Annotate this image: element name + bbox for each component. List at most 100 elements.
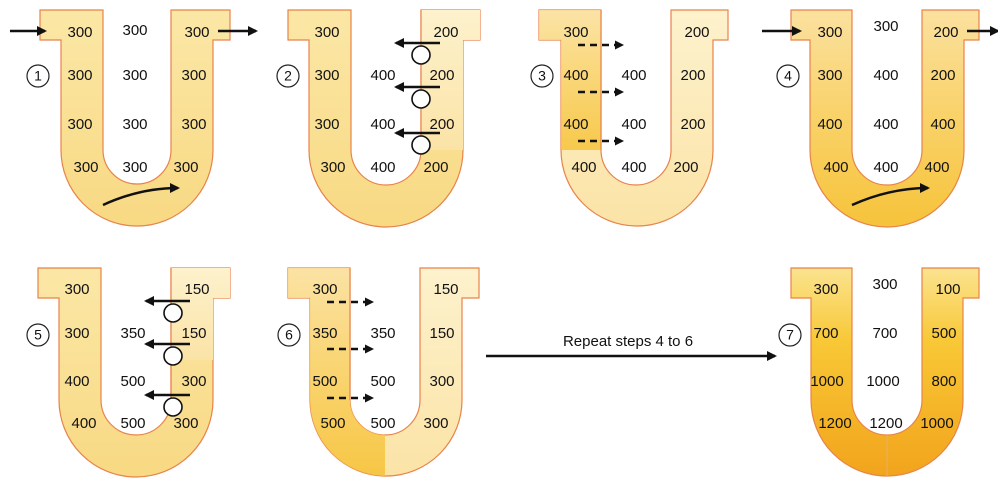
left-value: 400: [64, 373, 89, 390]
left-value: 300: [67, 116, 92, 133]
left-value: 400: [563, 67, 588, 84]
middle-value: 400: [621, 116, 646, 133]
loop-tube-left: [539, 10, 601, 150]
right-value: 300: [173, 159, 198, 176]
middle-value: 400: [873, 67, 898, 84]
right-value: 200: [933, 24, 958, 41]
panel-step-3: 3 300 400 400 400 400 400 400 200 200 20…: [530, 9, 729, 227]
middle-value: 350: [370, 325, 395, 342]
left-value: 500: [312, 373, 337, 390]
loop-tube: [790, 267, 980, 477]
right-value: 200: [673, 159, 698, 176]
right-value: 200: [680, 67, 705, 84]
loop-tube: [790, 9, 980, 228]
middle-value: 400: [370, 67, 395, 84]
middle-value: 300: [122, 116, 147, 133]
step-circle: [778, 323, 802, 347]
left-value: 300: [64, 325, 89, 342]
left-value: 400: [563, 116, 588, 133]
left-value: 300: [817, 67, 842, 84]
middle-value: 300: [122, 67, 147, 84]
panel-step-6: 6 300 350 500 500 350 500 500 150 150 30…: [277, 267, 480, 477]
step-circle: [26, 323, 50, 347]
left-value: 300: [563, 24, 588, 41]
right-value: 150: [184, 281, 209, 298]
right-value: 200: [429, 67, 454, 84]
right-value: 300: [423, 415, 448, 432]
loop-tube-left: [288, 268, 385, 476]
right-value: 200: [680, 116, 705, 133]
middle-value: 400: [370, 159, 395, 176]
middle-value: 700: [872, 325, 897, 342]
panel-step-1: 1 300 300 300 300 300 300 300 300 300 30…: [10, 9, 258, 227]
right-value: 300: [181, 373, 206, 390]
right-value: 300: [173, 415, 198, 432]
step-number: 7: [786, 327, 794, 343]
ion-pump: [144, 296, 190, 323]
left-value: 1000: [810, 373, 843, 390]
right-value: 300: [429, 373, 454, 390]
ion-pump: [144, 390, 190, 417]
ion-pump: [144, 339, 190, 366]
left-value: 1200: [818, 415, 851, 432]
ion-pump: [394, 38, 440, 65]
step-number: 3: [538, 68, 546, 84]
right-value: 1000: [920, 415, 953, 432]
middle-value: 1200: [869, 415, 902, 432]
right-value: 500: [931, 325, 956, 342]
step-circle: [26, 64, 50, 88]
step-circle: [277, 323, 301, 347]
left-value: 300: [67, 67, 92, 84]
step-number: 6: [285, 327, 293, 343]
right-value: 300: [181, 116, 206, 133]
right-value: 400: [930, 116, 955, 133]
middle-value: 300: [872, 276, 897, 293]
right-value: 150: [433, 281, 458, 298]
middle-value: 1000: [866, 373, 899, 390]
flow-arrow: [851, 183, 930, 207]
left-value: 300: [314, 116, 339, 133]
left-value: 300: [64, 281, 89, 298]
left-value: 500: [320, 415, 345, 432]
middle-value: 500: [370, 415, 395, 432]
left-value: 300: [320, 159, 345, 176]
left-value: 300: [314, 24, 339, 41]
loop-tube-right: [421, 10, 480, 150]
middle-value: 400: [621, 159, 646, 176]
right-value: 150: [181, 325, 206, 342]
step-number: 1: [34, 68, 42, 84]
middle-value: 400: [873, 159, 898, 176]
step-circle: [776, 64, 800, 88]
repeat-label: Repeat steps 4 to 6: [563, 333, 693, 350]
left-value: 400: [571, 159, 596, 176]
left-value: 300: [73, 159, 98, 176]
middle-value: 400: [873, 116, 898, 133]
left-value: 700: [813, 325, 838, 342]
flow-arrow: [102, 183, 180, 207]
step-circle: [276, 64, 300, 88]
right-value: 200: [930, 67, 955, 84]
right-value: 200: [423, 159, 448, 176]
right-value: 150: [429, 325, 454, 342]
step-number: 5: [34, 327, 42, 343]
right-value: 200: [684, 24, 709, 41]
right-value: 100: [935, 281, 960, 298]
middle-value: 400: [621, 67, 646, 84]
middle-value: 500: [120, 415, 145, 432]
step-number: 2: [284, 68, 292, 84]
middle-value: 400: [370, 116, 395, 133]
panel-step-7: 7 300 700 1000 1200 300 700 1000 1200 10…: [778, 267, 980, 477]
middle-value: 300: [122, 159, 147, 176]
panel-step-5: 5 300 300 400 400 350 500 500 150 150 30…: [26, 267, 231, 478]
right-value: 800: [931, 373, 956, 390]
left-value: 300: [817, 24, 842, 41]
left-value: 350: [312, 325, 337, 342]
middle-value: 300: [873, 18, 898, 35]
right-value: 300: [184, 24, 209, 41]
left-value: 300: [67, 24, 92, 41]
step-circle: [530, 64, 554, 88]
right-value: 200: [433, 24, 458, 41]
right-value: 400: [924, 159, 949, 176]
loop-tube-right: [171, 268, 230, 360]
middle-value: 500: [370, 373, 395, 390]
